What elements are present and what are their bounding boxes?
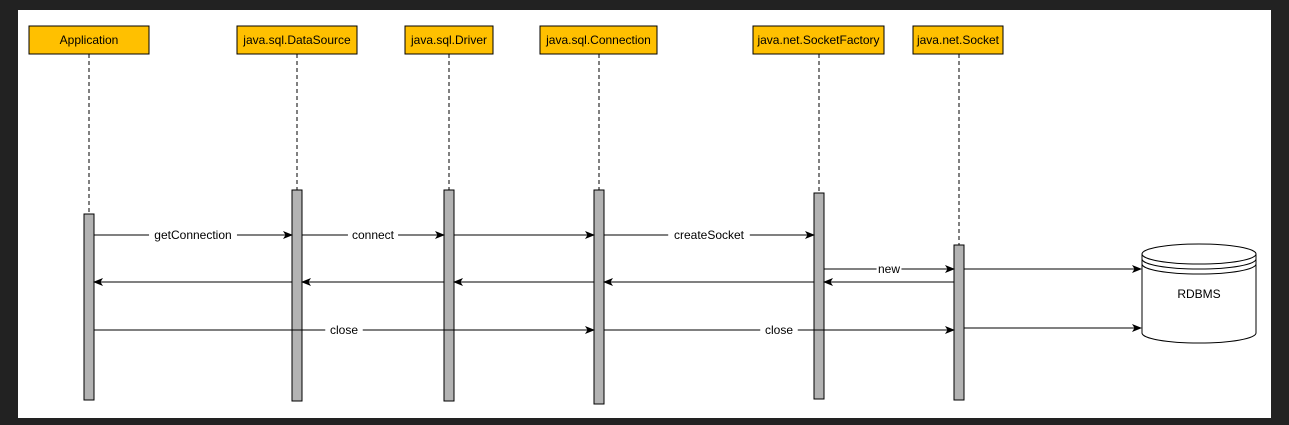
message-label-background: [760, 322, 798, 337]
participant-label: java.net.SocketFactory: [756, 33, 879, 47]
message-label-background: [149, 227, 237, 242]
database-label: RDBMS: [1177, 287, 1220, 301]
participant-sock: java.net.Socket: [912, 25, 1004, 55]
participant-sf: java.net.SocketFactory: [752, 25, 885, 55]
participant-ds: java.sql.DataSource: [236, 25, 358, 55]
message-label: connect: [352, 228, 395, 242]
participant-box: [236, 25, 358, 55]
activation-bar-sf: [813, 192, 825, 400]
participant-box: [912, 25, 1004, 55]
participant-box: [752, 25, 885, 55]
participant-conn: java.sql.Connection: [539, 25, 658, 55]
message-label-background: [876, 261, 902, 276]
message-conn-to-sock: close: [604, 322, 955, 337]
activation-bar-ds: [291, 189, 303, 402]
activation-bar-sock: [953, 244, 965, 401]
message-label: createSocket: [674, 228, 745, 242]
participant-label: java.sql.Driver: [410, 33, 487, 47]
message-label: close: [330, 323, 358, 337]
message-app-to-conn: close: [94, 322, 595, 337]
message-label: close: [765, 323, 793, 337]
message-label-background: [325, 322, 363, 337]
message-label: new: [878, 262, 900, 276]
participant-drv: java.sql.Driver: [404, 25, 494, 55]
participant-label: Application: [60, 33, 119, 47]
message-label-background: [347, 227, 399, 242]
participant-box: [404, 25, 494, 55]
database-rdbms: RDBMS: [1141, 243, 1257, 344]
participant-box: [28, 25, 150, 55]
diagram-canvas: [18, 10, 1271, 418]
participant-box: [539, 25, 658, 55]
message-conn-to-sf: createSocket: [604, 227, 815, 242]
activation-bar-app: [83, 213, 95, 401]
participant-label: java.net.Socket: [916, 33, 1000, 47]
activation-bar-conn: [593, 189, 605, 405]
message-label-background: [668, 227, 750, 242]
activation-bar-drv: [443, 189, 455, 402]
message-label: getConnection: [154, 228, 231, 242]
message-ds-to-drv: connect: [302, 227, 445, 242]
participant-label: java.sql.Connection: [545, 33, 651, 47]
message-sf-to-sock: new: [824, 261, 955, 276]
message-app-to-ds: getConnection: [94, 227, 293, 242]
participant-app: Application: [28, 25, 150, 55]
participant-label: java.sql.DataSource: [242, 33, 351, 47]
